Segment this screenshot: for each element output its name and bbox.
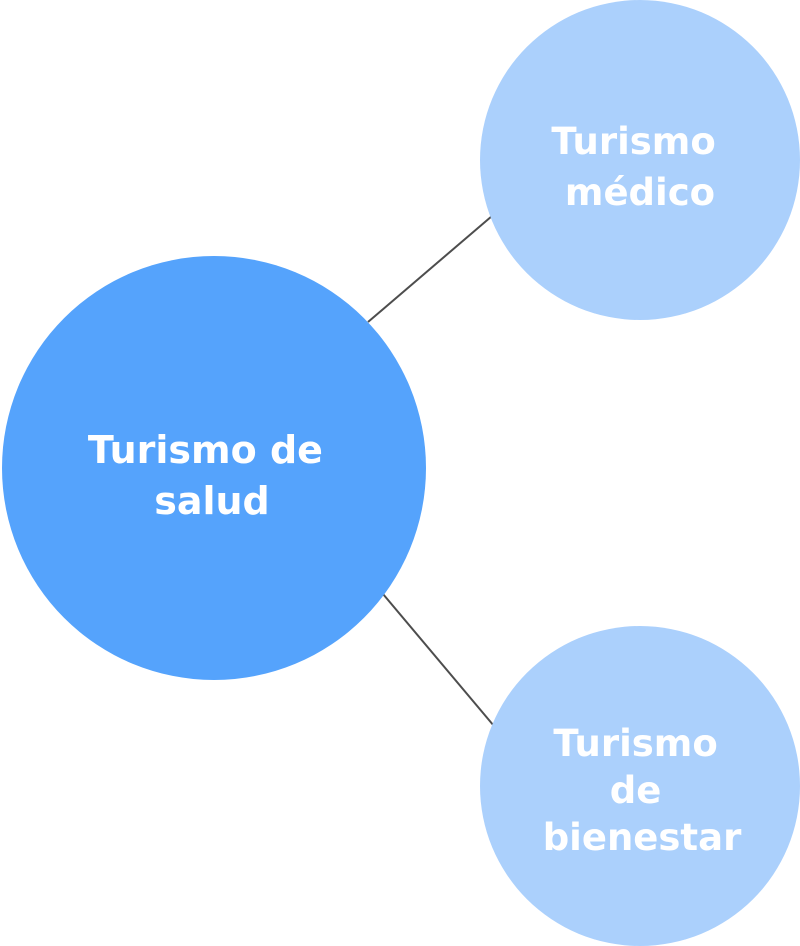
branch-node-medico-label-line-1: Turismo — [551, 120, 715, 163]
center-node-label: Turismo de salud — [88, 428, 336, 523]
branch-node-bienestar: Turismo de bienestar — [480, 626, 800, 946]
branch-node-bienestar-label: Turismo de bienestar — [543, 722, 742, 859]
center-node-circle — [2, 256, 426, 680]
center-node-label-line-2: salud — [154, 479, 270, 523]
branch-node-medico-label-line-2: médico — [565, 171, 715, 214]
branch-node-bienestar-label-line-1: Turismo — [553, 722, 717, 765]
center-node-label-line-1: Turismo de — [88, 428, 323, 472]
branch-node-bienestar-label-line-2: de — [610, 769, 662, 812]
branch-node-medico: Turismo médico — [480, 0, 800, 320]
connector-center-to-bienestar — [382, 593, 495, 727]
center-node: Turismo de salud — [2, 256, 426, 680]
branch-node-medico-label: Turismo médico — [551, 120, 728, 214]
branch-node-bienestar-circle — [480, 626, 800, 946]
connector-center-to-medico — [367, 215, 493, 323]
branch-node-bienestar-label-line-3: bienestar — [543, 816, 742, 859]
branch-node-medico-circle — [480, 0, 800, 320]
